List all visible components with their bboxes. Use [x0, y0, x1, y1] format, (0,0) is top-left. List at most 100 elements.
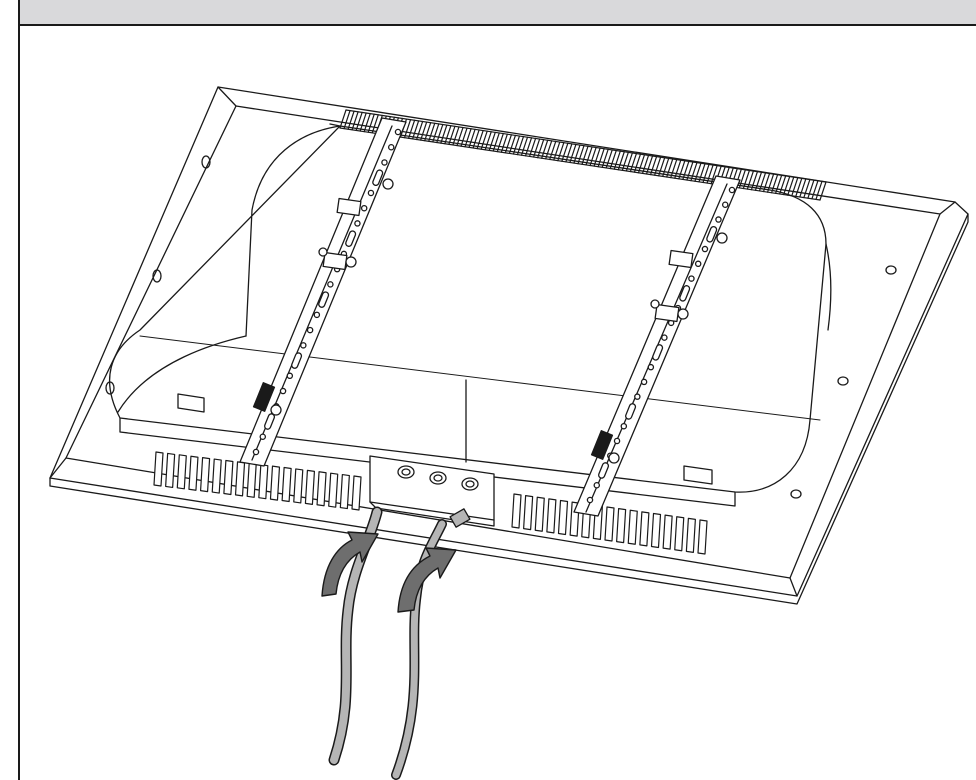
vent-slot: [339, 473, 350, 510]
av-cable-plug: [449, 508, 471, 528]
vent-slot: [604, 506, 615, 542]
insert-arrows: [321, 531, 457, 613]
vent-slot: [223, 459, 234, 496]
vent-hatch: [533, 138, 541, 158]
vent-hatch: [662, 157, 670, 178]
vent-hatch: [541, 139, 549, 159]
bezel-screw-holes: [105, 155, 897, 499]
vent-slot: [685, 517, 696, 553]
vent-hatch: [629, 152, 638, 173]
vent-slot: [258, 464, 269, 500]
arm-hole: [586, 496, 594, 504]
arm-hole: [360, 204, 368, 212]
vent-slot: [304, 469, 316, 505]
header-band: [18, 0, 976, 24]
vent-hatch: [742, 169, 750, 190]
arm-slot: [706, 225, 718, 243]
vent-hatch: [504, 134, 512, 154]
vent-hatch: [508, 134, 517, 155]
vent-hatch: [658, 157, 666, 177]
arm-hole: [647, 363, 655, 371]
vent-slot: [662, 514, 673, 550]
tv-back-panel: [49, 86, 969, 605]
vent-hatch: [678, 160, 686, 180]
vent-slot: [674, 516, 685, 552]
mounting-arm-right: [573, 175, 741, 517]
vent-slot: [153, 451, 164, 487]
vent-hatch: [775, 174, 783, 194]
vent-slot: [697, 519, 708, 555]
vent-hatch: [468, 128, 476, 148]
vent-hatch: [512, 135, 521, 155]
vent-hatch: [654, 156, 662, 176]
vent-hatch: [484, 131, 492, 151]
arm-hole: [715, 216, 722, 223]
arm-hole: [327, 281, 334, 288]
arm-hole: [661, 334, 668, 341]
vent-slot: [246, 462, 257, 498]
arm-slot: [652, 344, 664, 361]
arm-hole: [300, 342, 307, 349]
vent-hatch: [674, 159, 682, 179]
arm-hole: [694, 260, 702, 268]
vent-hatch: [444, 125, 452, 145]
vent-hatch: [464, 128, 472, 148]
vent-hatch: [428, 122, 436, 142]
vent-hatch: [754, 171, 763, 191]
vent-hatch: [710, 165, 718, 185]
arrow-av: [397, 547, 457, 613]
vent-slot: [511, 493, 522, 529]
vent-hatch: [516, 136, 525, 156]
vent-hatch: [416, 120, 424, 141]
vent-hatch: [746, 170, 754, 190]
arm-slot: [679, 285, 691, 302]
vent-slot: [534, 496, 545, 532]
arm-slot: [625, 403, 637, 420]
vent-hatch: [702, 163, 710, 184]
vent-hatch: [593, 147, 601, 167]
vent-hatch: [412, 120, 420, 140]
vent-hatch: [557, 142, 565, 162]
vent-slot: [234, 461, 246, 497]
vent-hatch: [766, 173, 775, 193]
bottom-vent-grille-right: [511, 493, 708, 555]
vent-hatch: [811, 180, 819, 200]
vent-hatch: [500, 133, 508, 153]
bottom-vent-grille-left: [153, 451, 362, 511]
vent-hatch: [613, 150, 621, 170]
vent-hatch: [617, 151, 625, 171]
vent-slot: [176, 454, 187, 490]
vent-slot: [616, 508, 627, 544]
vent-hatch: [779, 175, 787, 195]
arm-hole: [381, 159, 388, 166]
arm-hole: [394, 128, 402, 136]
vent-slot: [165, 452, 176, 489]
vent-hatch: [367, 113, 375, 133]
arm-hole: [286, 372, 294, 380]
vent-slot: [199, 457, 211, 493]
vent-hatch: [682, 160, 690, 181]
vent-hatch: [803, 178, 811, 199]
vent-slot: [211, 458, 222, 494]
arm-hole: [640, 378, 648, 386]
vent-hatch: [524, 137, 533, 157]
rubber-feet: [177, 393, 713, 485]
vent-hatch: [597, 148, 605, 168]
arm-hole: [728, 186, 736, 194]
vent-hatch: [492, 132, 500, 152]
vent-hatch: [581, 145, 589, 165]
vent-slot: [546, 498, 557, 534]
vent-hatch: [799, 178, 807, 198]
vent-hatch: [480, 130, 488, 150]
arm-hole: [688, 275, 695, 282]
vent-hatch: [815, 180, 823, 200]
vent-hatch: [641, 154, 650, 174]
vent-hatch: [343, 110, 351, 130]
arm-hole: [313, 311, 321, 319]
vent-hatch: [460, 127, 468, 147]
vent-hatch: [694, 162, 702, 182]
vent-hatch: [787, 176, 795, 196]
vent-hatch: [666, 158, 674, 178]
vent-hatch: [807, 179, 815, 199]
arm-hole: [593, 481, 601, 489]
